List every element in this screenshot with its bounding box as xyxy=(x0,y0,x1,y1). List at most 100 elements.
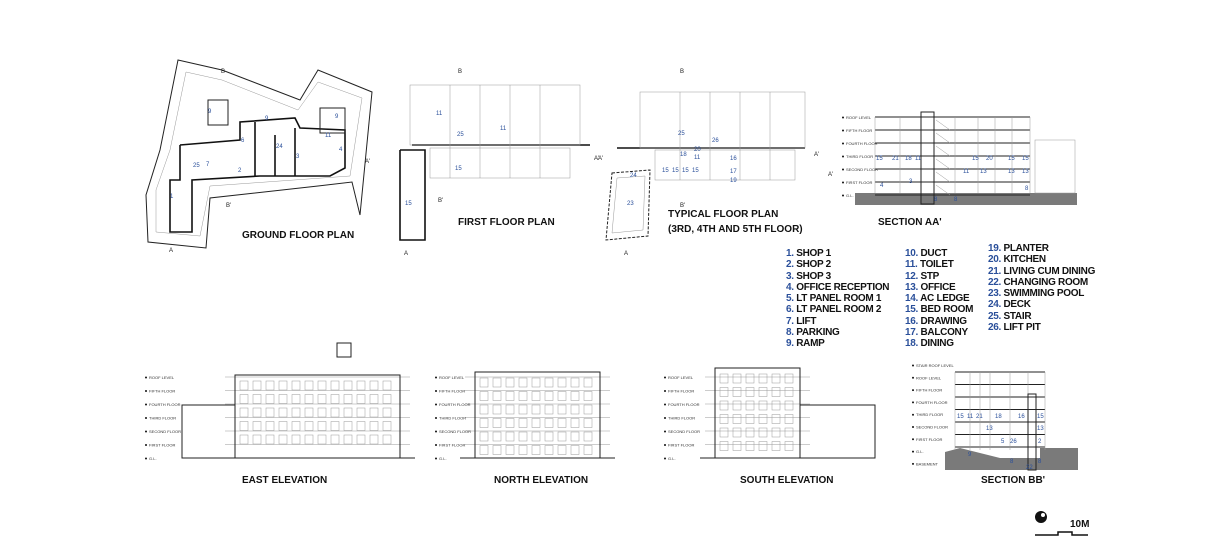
window xyxy=(317,394,327,404)
window xyxy=(479,377,489,388)
ramp-hatch xyxy=(319,107,346,134)
room-tag: 25 xyxy=(193,163,200,169)
legend-number: 22. xyxy=(988,276,1002,288)
legend-item: 3. SHOP 3 xyxy=(786,271,889,282)
legend-item: 25. STAIR xyxy=(988,311,1095,322)
level-tag: G.L. xyxy=(916,449,924,454)
window xyxy=(330,434,340,445)
legend-item: 7. LIFT xyxy=(786,316,889,327)
window xyxy=(557,404,567,415)
window xyxy=(570,391,580,401)
window xyxy=(505,418,515,428)
window xyxy=(317,407,327,418)
window xyxy=(745,373,755,384)
window xyxy=(239,434,249,445)
legend-label: OFFICE xyxy=(920,281,956,293)
legend-number: 10. xyxy=(905,248,919,259)
window xyxy=(745,427,755,438)
room-tag: 11 xyxy=(325,133,332,139)
room-tag: 15 xyxy=(957,414,964,420)
window xyxy=(719,427,729,438)
window xyxy=(583,445,593,455)
window xyxy=(278,407,288,418)
window xyxy=(784,414,794,424)
window xyxy=(479,391,489,401)
window xyxy=(356,434,366,445)
legend-item: 26. LIFT PIT xyxy=(988,322,1095,333)
window xyxy=(505,391,515,401)
window xyxy=(570,445,580,455)
window xyxy=(265,380,275,391)
window xyxy=(479,445,489,455)
window xyxy=(758,387,768,397)
room-tag: 11 xyxy=(967,414,974,420)
room-tag: 15 xyxy=(682,168,689,174)
window xyxy=(544,404,554,415)
window xyxy=(570,431,580,442)
window xyxy=(369,380,379,391)
room-tag: 5 xyxy=(1001,439,1005,445)
window xyxy=(784,441,794,451)
level-tag: THIRD FLOOR xyxy=(916,412,943,417)
window xyxy=(732,414,742,424)
marker-a: A xyxy=(169,248,173,254)
window xyxy=(239,407,249,418)
legend-number: 7. xyxy=(786,315,794,327)
scale-label: 10M xyxy=(1070,519,1089,530)
window xyxy=(771,373,781,384)
window xyxy=(758,414,768,424)
room-tag: 8 xyxy=(954,197,958,203)
window xyxy=(278,380,288,391)
north-elevation-title: NORTH ELEVATION xyxy=(494,475,588,486)
room-tag: 1 xyxy=(170,194,174,200)
window xyxy=(557,445,567,455)
legend-number: 26. xyxy=(988,322,1002,334)
window xyxy=(531,377,541,388)
window xyxy=(382,394,392,404)
window xyxy=(291,394,301,404)
level-tag: FIRST FLOOR xyxy=(668,443,694,448)
south-elevation-title: SOUTH ELEVATION xyxy=(740,475,834,486)
room-tag: 16 xyxy=(730,156,737,162)
window xyxy=(570,377,580,388)
legend-item: 9. RAMP xyxy=(786,338,889,349)
marker-a: A xyxy=(404,251,408,257)
legend-label: DINING xyxy=(920,338,955,350)
window xyxy=(252,394,262,404)
room-tag: 8 xyxy=(1010,459,1014,465)
window xyxy=(304,434,314,445)
window xyxy=(531,431,541,442)
level-tag: G.L. xyxy=(846,193,854,198)
window xyxy=(304,394,314,404)
room-tag: 24 xyxy=(276,144,283,150)
legend-item: 15. BED ROOM xyxy=(905,304,973,315)
window xyxy=(771,427,781,438)
level-tag: ROOF LEVEL xyxy=(846,115,872,120)
room-tag: 11 xyxy=(915,156,922,162)
legend-label: KITCHEN xyxy=(1003,254,1047,266)
marker-b: B xyxy=(458,69,462,75)
window xyxy=(531,445,541,455)
level-tag: ROOF LEVEL xyxy=(149,375,175,380)
legend-label: DECK xyxy=(1003,299,1031,311)
room-tag: 16 xyxy=(1018,414,1025,420)
window xyxy=(518,377,528,388)
room-tag: 8 xyxy=(1025,186,1029,192)
legend-label: SWIMMING POOL xyxy=(1003,288,1085,300)
window xyxy=(239,421,249,431)
window xyxy=(382,421,392,431)
window xyxy=(758,400,768,411)
building-facade xyxy=(234,374,401,459)
legend-item: 14. AC LEDGE xyxy=(905,293,973,304)
window xyxy=(732,427,742,438)
legend-label: BED ROOM xyxy=(920,304,974,316)
window xyxy=(330,421,340,431)
level-tag: FIFTH FLOOR xyxy=(846,128,872,133)
window xyxy=(304,380,314,391)
window xyxy=(382,380,392,391)
legend-number: 20. xyxy=(988,254,1002,266)
window xyxy=(369,407,379,418)
window xyxy=(479,431,489,442)
